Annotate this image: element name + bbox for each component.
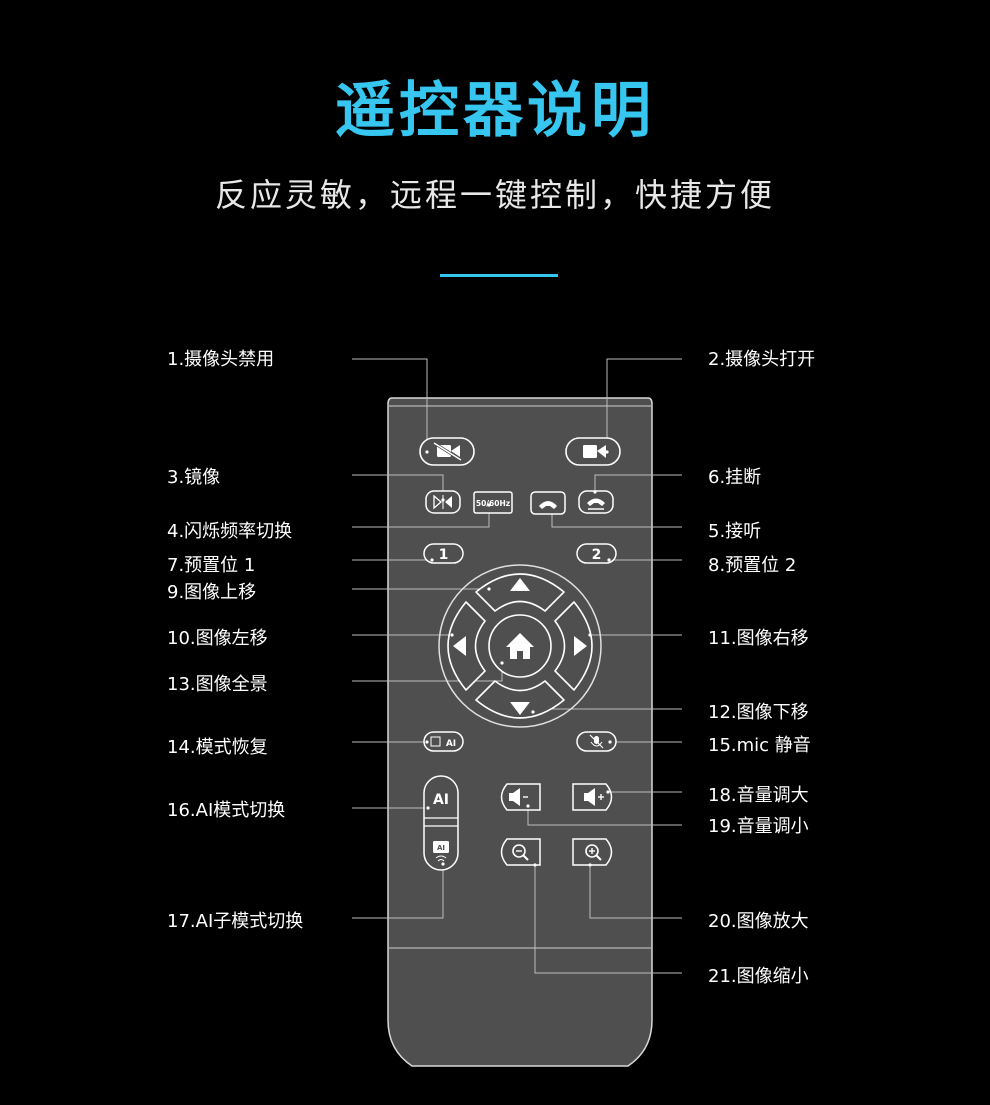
camera-off-icon [433,441,462,462]
callout-volume-down: 19.音量调小 [708,816,809,837]
mic-mute-button[interactable] [576,731,617,752]
callout-zoom-in: 20.图像放大 [708,911,809,932]
ai-submode-button[interactable]: AI [433,841,449,862]
preset-2-button[interactable]: 2 [576,543,617,564]
callout-mode-restore: 14.模式恢复 [167,737,268,758]
camera-enable-button[interactable] [565,437,621,466]
ai-pill: AI AI [423,775,459,871]
flicker-frequency-button[interactable]: 50/60Hz [473,491,513,514]
callout-pan-down: 12.图像下移 [708,702,809,723]
phone-answer-icon [539,501,557,509]
ai-submode-icon [433,841,449,853]
phone-hangup-icon [587,498,605,510]
mode-restore-button[interactable]: AI [423,731,464,752]
callout-pan-up: 9.图像上移 [167,582,257,603]
page-title: 遥控器说明 [335,76,655,146]
callout-pan-left: 10.图像左移 [167,628,268,649]
callout-camera-disable: 1.摄像头禁用 [167,349,275,370]
mirror-icon [433,494,452,510]
callout-mic-mute: 15.mic 静音 [708,735,811,756]
callout-hang-up: 6.挂断 [708,467,762,488]
ai-mode-button[interactable]: AI [433,792,449,808]
callout-ai-submode: 17.AI子模式切换 [167,911,304,932]
flicker-frequency-label: 50/60Hz [476,499,510,508]
zoom-out-button[interactable] [500,838,541,866]
accent-divider [440,274,558,277]
zoom-in-icon [585,844,602,861]
volume-up-icon [584,788,604,806]
callout-volume-up: 18.音量调大 [708,785,809,806]
callout-ai-mode: 16.AI模式切换 [167,800,286,821]
callout-panorama: 13.图像全景 [167,674,268,695]
arrow-down-icon [510,702,530,715]
mirror-button[interactable] [425,490,461,514]
frame-icon [430,736,441,747]
callout-zoom-out: 21.图像缩小 [708,966,809,987]
ai-mode-label: AI [433,792,449,808]
mic-off-icon [589,734,604,749]
pan-left-button[interactable] [447,601,486,691]
callout-mirror: 3.镜像 [167,467,221,488]
panorama-home-button[interactable] [488,614,552,678]
camera-disable-button[interactable] [419,437,475,466]
volume-up-button[interactable] [572,783,613,811]
preset-1-label: 1 [439,547,449,563]
home-icon [506,633,534,659]
arrow-up-icon [510,578,530,591]
leader-dots [425,450,612,867]
volume-down-button[interactable] [500,783,541,811]
arrow-right-icon [574,636,587,656]
preset-1-button[interactable]: 1 [423,543,464,564]
preset-2-label: 2 [592,547,602,563]
volume-down-icon [509,788,528,806]
camera-icon [583,445,606,458]
answer-call-button[interactable] [530,491,566,515]
hang-up-button[interactable] [578,490,614,514]
pan-right-button[interactable] [554,601,593,691]
pan-down-button[interactable] [475,680,565,719]
pan-up-button[interactable] [475,573,565,612]
direction-pad [438,564,602,728]
callout-preset-2: 8.预置位 2 [708,555,797,576]
page-subtitle: 反应灵敏，远程一键控制，快捷方便 [214,176,775,214]
callout-answer: 5.接听 [708,521,762,542]
callout-pan-right: 11.图像右移 [708,628,809,649]
zoom-out-icon [512,844,529,861]
callout-preset-1: 7.预置位 1 [167,555,256,576]
arrow-left-icon [453,636,466,656]
mode-restore-label: AI [446,739,456,749]
callout-camera-enable: 2.摄像头打开 [708,349,816,370]
remote-body [387,397,653,1067]
ai-submode-label: AI [437,844,445,852]
wave-icon [435,855,447,862]
zoom-in-button[interactable] [572,838,613,866]
callout-flicker-frequency: 4.闪烁频率切换 [167,521,293,542]
